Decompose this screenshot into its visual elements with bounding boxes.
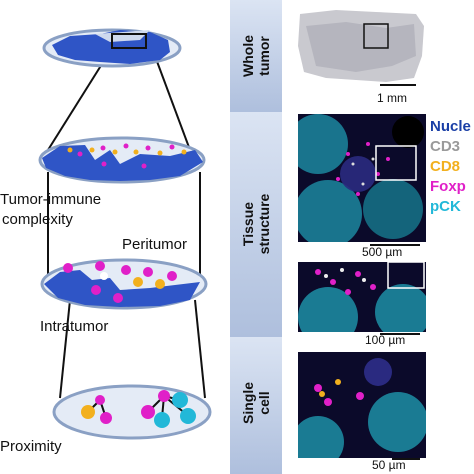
band-label-line1: Whole [240,35,256,77]
zoom-box [363,23,389,49]
zoom-box [375,145,417,181]
scale-bar-line [370,244,420,246]
single-cell-image [298,352,426,458]
whole-tumor-image [296,6,426,84]
legend-nuclei: Nucle [430,118,471,135]
band-label-line1: Tissue [240,201,256,247]
tumor-immune-label: Tumor-immune [0,191,102,208]
proximity-ellipse [52,384,212,440]
whole-tumor-ellipse [42,28,182,68]
zoom-box [111,33,147,49]
zoom-connector-lines [47,47,206,399]
tissue-structure-image-low [298,114,426,242]
scale-bar-line [392,458,420,460]
legend-pck: pCK [430,198,461,215]
scale-bar-1mm: 1 mm [377,91,407,105]
scale-bar-100um: 100 µm [365,333,406,347]
scale-bar-50um: 50 µm [372,458,406,472]
legend-cd3: CD3 [430,138,461,155]
complexity-ellipse [38,136,206,184]
band-label-line2: cell [256,391,272,415]
intratumor-label: Intratumor [40,318,109,335]
peritumor-ellipse [40,258,208,310]
scale-bar-500um: 500 µm [362,245,403,259]
schematic-diagram [38,28,212,440]
peritumor-label: Peritumor [122,236,188,253]
band-label-line2: structure [256,193,272,255]
scale-bar-line [380,84,416,86]
band-label-line1: Single [240,382,256,425]
legend-cd8: CD8 [430,158,461,175]
complexity-label: complexity [2,211,73,228]
scale-bar-line [380,333,420,335]
band-label-line2: tumor [256,36,272,76]
proximity-label: Proximity [0,438,62,455]
legend-foxp3: Foxp [430,178,466,195]
zoom-box [387,262,425,289]
tissue-structure-image-high [298,262,426,332]
